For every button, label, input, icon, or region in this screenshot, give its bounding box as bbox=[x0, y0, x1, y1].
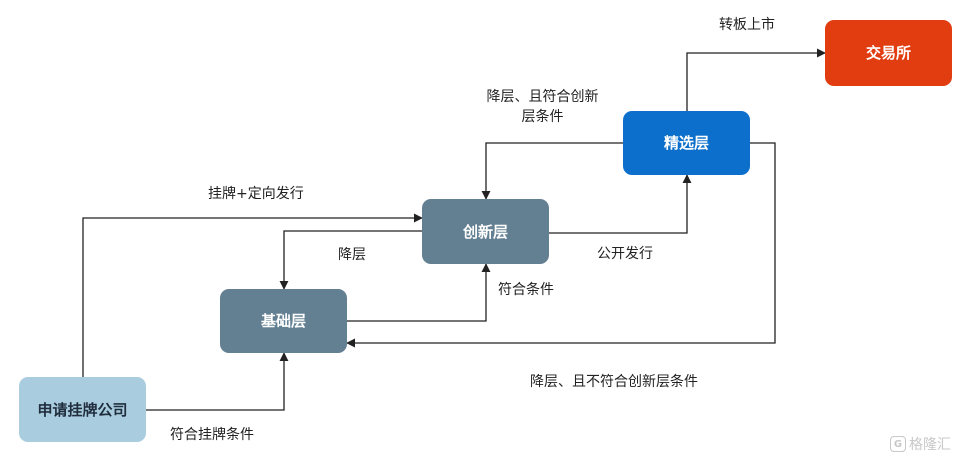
edge-label-downgrade: 降层 bbox=[338, 247, 366, 263]
edge-label-downgrade-innovation-line1: 降层、且符合创新 bbox=[486, 89, 599, 105]
edge-label-meet-conditions: 符合条件 bbox=[498, 282, 554, 298]
node-select-layer: 精选层 bbox=[623, 111, 750, 175]
gelonghui-logo-icon: G bbox=[890, 436, 906, 452]
node-applicant-label: 申请挂牌公司 bbox=[37, 400, 128, 419]
arrow-select-to-innovation bbox=[481, 142, 623, 200]
edge-label-downgrade-basic: 降层、且不符合创新层条件 bbox=[530, 374, 698, 390]
arrow-innovation-to-select bbox=[549, 174, 692, 234]
arrow-applicant-to-innovation bbox=[82, 213, 423, 377]
edge-label-transfer-board: 转板上市 bbox=[719, 17, 775, 33]
watermark: G 格隆汇 bbox=[890, 434, 951, 454]
node-basic-layer: 基础层 bbox=[220, 289, 347, 353]
edge-label-downgrade-innovation-line2: 层条件 bbox=[521, 109, 564, 125]
node-basic-label: 基础层 bbox=[260, 312, 306, 330]
edge-label-meet-listing: 符合挂牌条件 bbox=[170, 427, 254, 443]
arrow-select-to-basic bbox=[346, 142, 776, 348]
arrow-applicant-to-basic bbox=[146, 352, 289, 411]
node-applicant-company: 申请挂牌公司 bbox=[19, 377, 146, 442]
edge-label-public-issue: 公开发行 bbox=[597, 246, 653, 262]
arrow-select-to-exchange bbox=[686, 48, 826, 111]
node-innovation-layer: 创新层 bbox=[422, 199, 549, 264]
node-exchange: 交易所 bbox=[825, 20, 952, 86]
node-innovation-label: 创新层 bbox=[462, 222, 508, 241]
edge-label-downgrade-innovation: 降层、且符合创新 层条件 bbox=[470, 87, 615, 127]
arrow-basic-to-innovation bbox=[347, 263, 491, 322]
watermark-text: 格隆汇 bbox=[909, 437, 951, 453]
node-exchange-label: 交易所 bbox=[865, 44, 911, 62]
edge-label-listing-placement: 挂牌+定向发行 bbox=[208, 186, 304, 202]
arrow-innovation-to-basic bbox=[279, 230, 422, 290]
node-select-label: 精选层 bbox=[663, 134, 709, 152]
